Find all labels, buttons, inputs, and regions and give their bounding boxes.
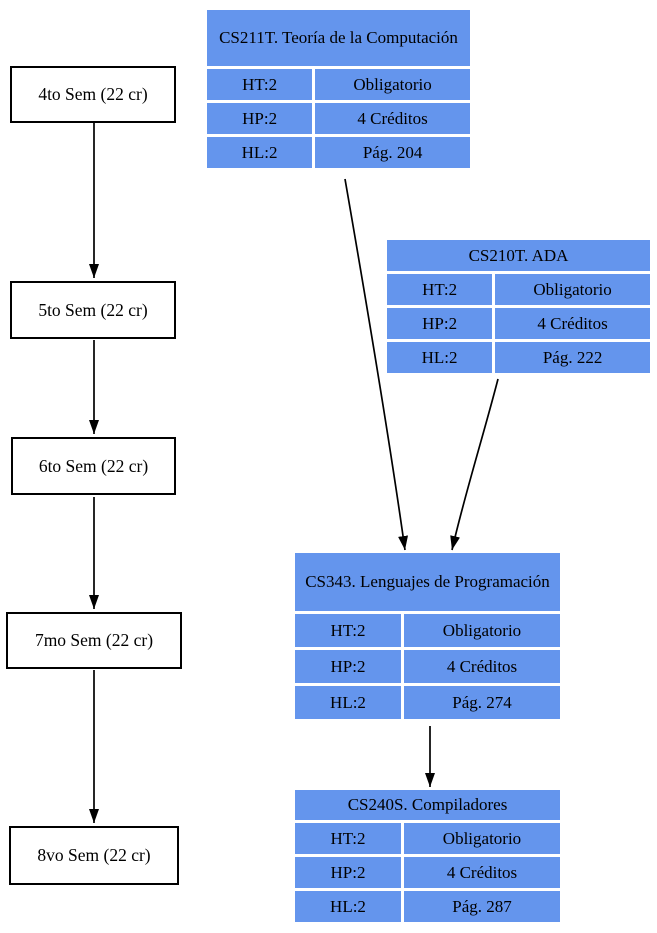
course-hp-cell: HP:2 [387,308,493,339]
course-ht-cell: HT:2 [207,69,313,100]
arrow-cs210t-to-cs343 [450,378,499,551]
course-page-cell: Pág. 287 [404,891,560,922]
course-ht-cell: HT:2 [387,274,493,305]
course-title: CS240S. Compiladores [295,790,560,820]
course-title: CS211T. Teoría de la Computación [207,10,470,66]
course-title-text: CS343. Lenguajes de Programación [305,572,550,592]
course-type-cell: Obligatorio [315,69,470,100]
node-sem-5-label: 5to Sem (22 cr) [38,299,148,320]
node-course-cs240s: CS240S. Compiladores HT:2 Obligatorio HP… [295,790,560,922]
node-course-cs210t: CS210T. ADA HT:2 Obligatorio HP:2 4 Créd… [387,240,650,373]
course-hp-cell: HP:2 [295,650,401,683]
course-page-cell: Pág. 274 [404,686,560,719]
course-hl-cell: HL:2 [207,137,313,168]
node-course-cs211t: CS211T. Teoría de la Computación HT:2 Ob… [207,10,470,168]
course-title-text: CS211T. Teoría de la Computación [219,28,458,48]
course-type-cell: Obligatorio [404,823,560,854]
node-sem-8: 8vo Sem (22 cr) [9,826,179,885]
node-sem-8-label: 8vo Sem (22 cr) [37,845,151,865]
node-course-cs343: CS343. Lenguajes de Programación HT:2 Ob… [295,553,560,719]
course-ht-cell: HT:2 [295,614,401,647]
node-sem-6: 6to Sem (22 cr) [11,437,176,495]
course-title: CS343. Lenguajes de Programación [295,553,560,611]
course-credits-cell: 4 Créditos [404,857,560,888]
course-hl-cell: HL:2 [387,342,493,373]
course-hp-cell: HP:2 [295,857,401,888]
course-ht-cell: HT:2 [295,823,401,854]
node-sem-7-label: 7mo Sem (22 cr) [34,630,154,650]
node-sem-5: 5to Sem (22 cr) [10,281,176,339]
course-title-text: CS210T. ADA [468,245,569,265]
course-type-cell: Obligatorio [495,274,650,305]
node-sem-4-label: 4to Sem (22 cr) [38,84,148,104]
course-page-cell: Pág. 204 [315,137,470,168]
course-credits-cell: 4 Créditos [495,308,650,339]
node-sem-4: 4to Sem (22 cr) [10,66,176,123]
course-credits-cell: 4 Créditos [315,103,470,134]
course-credits-cell: 4 Créditos [404,650,560,683]
course-hp-cell: HP:2 [207,103,313,134]
course-hl-cell: HL:2 [295,891,401,922]
node-sem-7: 7mo Sem (22 cr) [6,612,182,669]
course-title-text: CS240S. Compiladores [347,795,508,815]
course-hl-cell: HL:2 [295,686,401,719]
course-title: CS210T. ADA [387,240,650,271]
course-type-cell: Obligatorio [404,614,560,647]
course-page-cell: Pág. 222 [495,342,650,373]
node-sem-6-label: 6to Sem (22 cr) [38,455,149,476]
